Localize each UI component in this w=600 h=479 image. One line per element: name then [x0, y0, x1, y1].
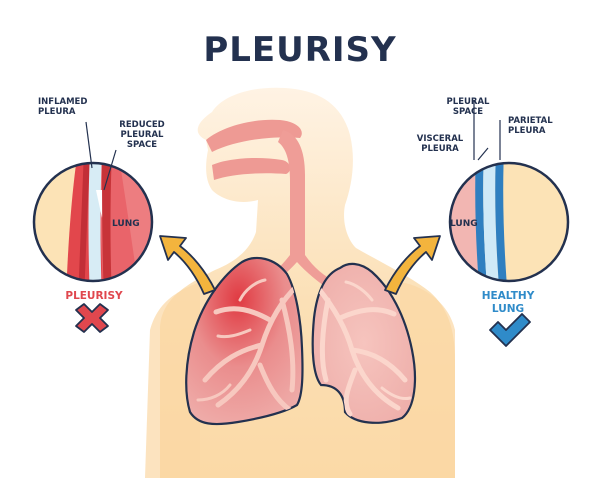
- check-icon: [489, 313, 531, 347]
- label-parietal-pleura: PARIETAL PLEURA: [508, 116, 553, 136]
- label-inflamed-pleura: INFLAMED PLEURA: [38, 97, 88, 117]
- label-reduced-pleural-space: REDUCED PLEURAL SPACE: [119, 120, 165, 150]
- lower-body-shade: [145, 282, 200, 478]
- lower-body-shade-right: [400, 282, 455, 478]
- label-visceral-pleura: VISCERAL PLEURA: [416, 134, 464, 154]
- inflamed-lung: [185, 256, 304, 426]
- nasal-cavity: [206, 119, 302, 152]
- right-arrow: [384, 235, 441, 295]
- left-arrow: [159, 235, 216, 295]
- cross-icon: [75, 303, 109, 333]
- healthy-lung: [311, 262, 417, 424]
- oral-cavity: [212, 157, 291, 180]
- label-pleural-space: PLEURAL SPACE: [446, 97, 490, 117]
- healthy-lung-status: HEALTHY LUNG: [481, 290, 535, 315]
- right-lung-label: LUNG: [450, 219, 478, 229]
- page-title: PLEURISY: [203, 30, 397, 70]
- trachea: [278, 130, 305, 262]
- pleurisy-status: PLEURISY: [65, 290, 123, 302]
- left-lung-label: LUNG: [112, 219, 140, 229]
